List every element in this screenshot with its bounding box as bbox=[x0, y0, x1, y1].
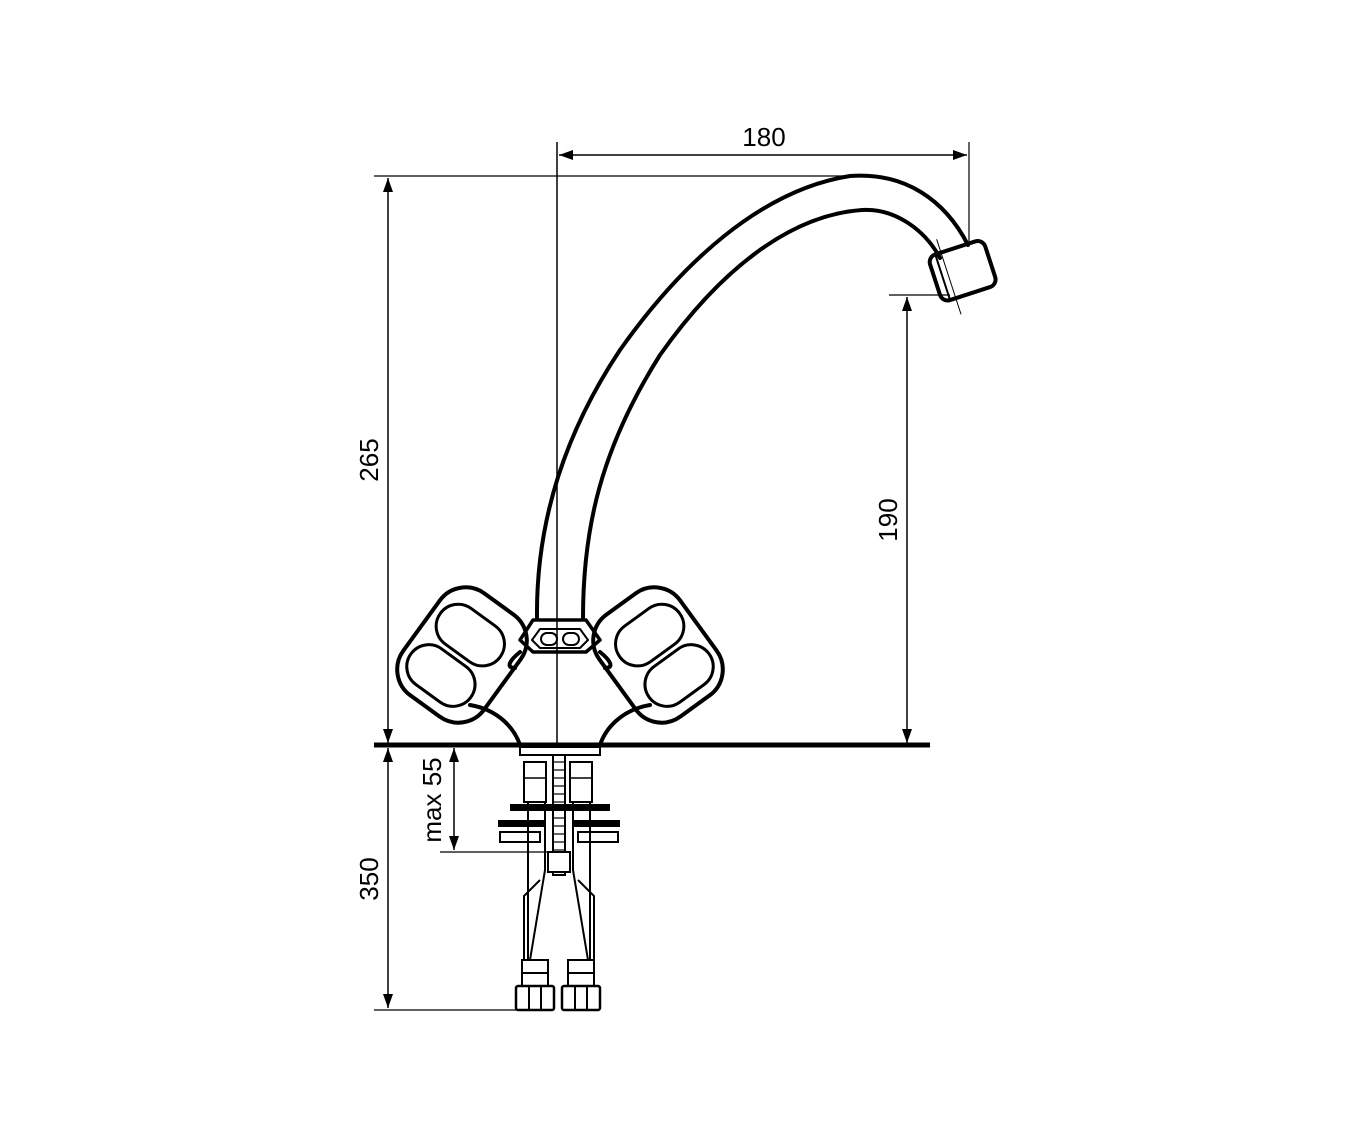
base-legs bbox=[468, 650, 652, 747]
body-collar bbox=[518, 618, 602, 654]
max-thickness-dimension-label: max 55 bbox=[417, 757, 447, 842]
reach-dimension-label: 180 bbox=[742, 122, 785, 152]
spout-height-dimension-label: 190 bbox=[873, 498, 903, 541]
spout bbox=[534, 173, 970, 620]
mounting-assembly bbox=[498, 746, 620, 876]
right-handle bbox=[591, 585, 725, 725]
aerator bbox=[927, 239, 998, 315]
hose-length-dimension-label: 350 bbox=[354, 857, 384, 900]
left-handle bbox=[395, 585, 529, 725]
flexible-hoses bbox=[514, 802, 602, 1012]
total-height-dimension-label: 265 bbox=[354, 438, 384, 481]
